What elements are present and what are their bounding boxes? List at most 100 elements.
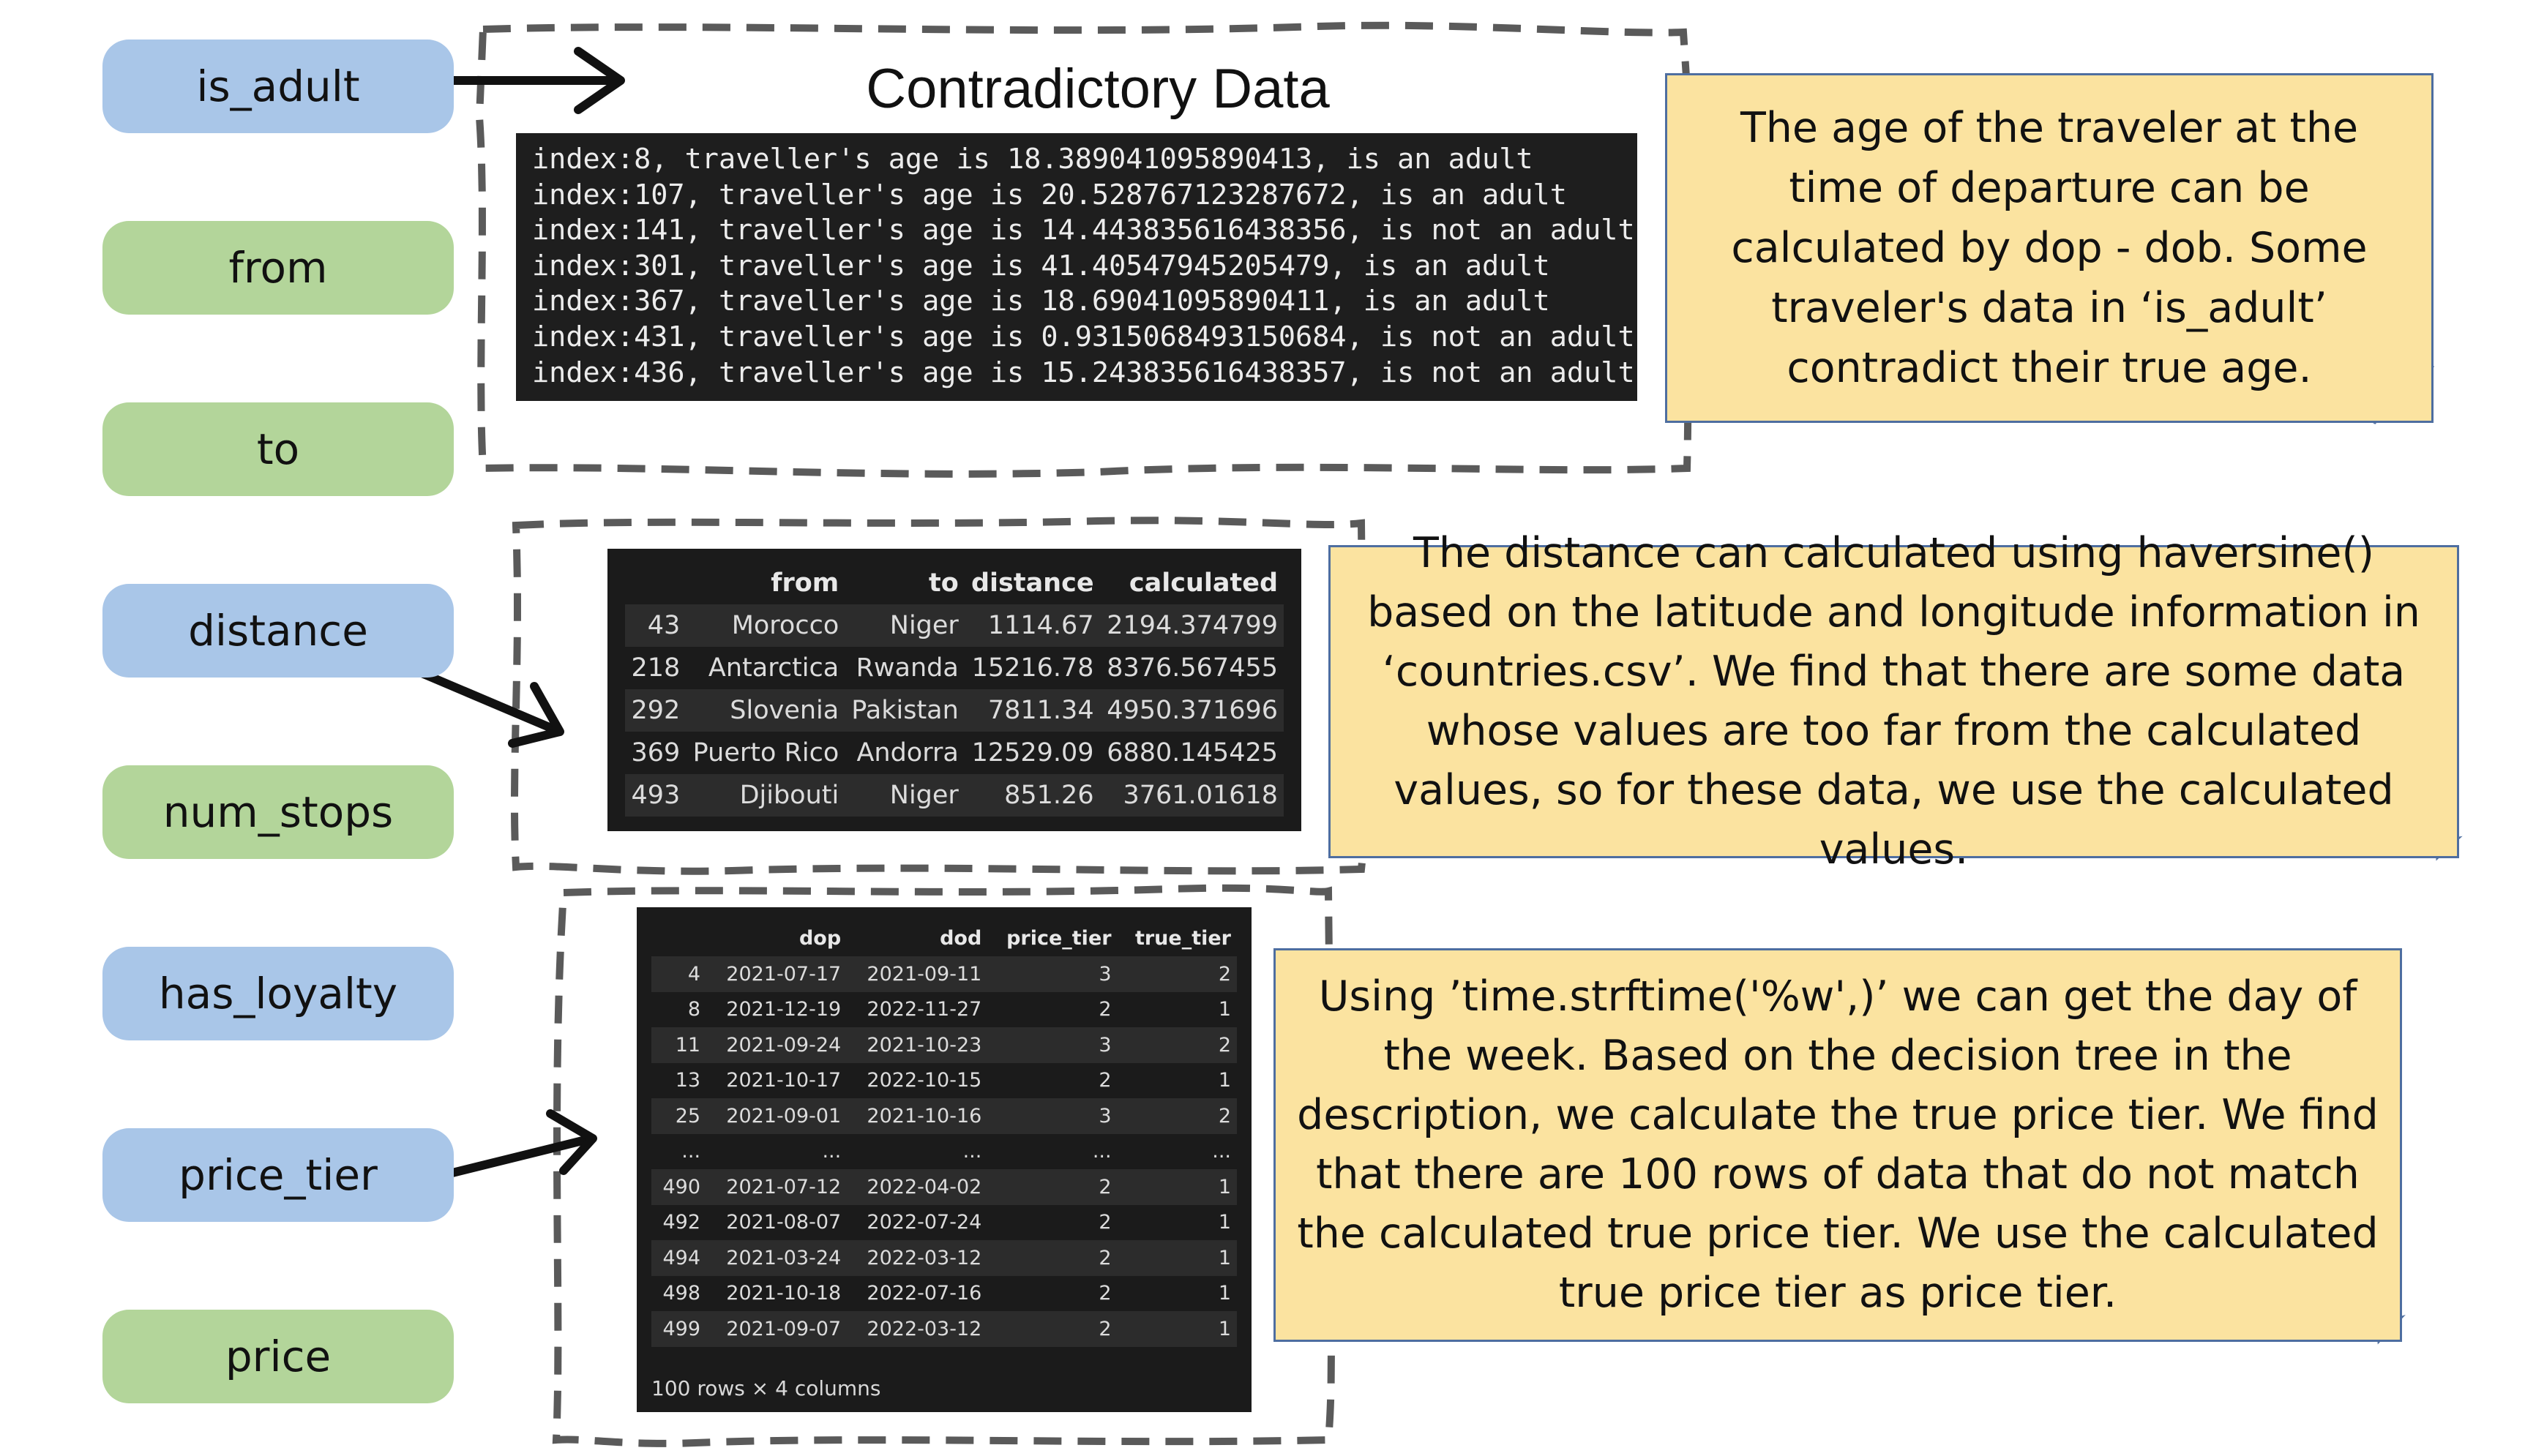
column-header <box>625 562 687 604</box>
table-row: 494 2021-03-24 2022-03-12 2 1 <box>651 1240 1237 1276</box>
dashed-box-price <box>552 884 1335 1447</box>
table-cell: ... <box>1212 1140 1231 1163</box>
table-cell: Morocco <box>686 604 845 647</box>
note-distance: The distance can calculated using havers… <box>1328 529 2459 874</box>
pill-label: from <box>228 243 328 293</box>
table-cell: 2021-12-19 <box>726 998 842 1021</box>
table-cell: 1 <box>1117 1311 1237 1347</box>
table-cell: 2021-09-01 <box>706 1098 848 1134</box>
table-cell: 43 <box>625 604 687 647</box>
contradictory-data-title: Contradictory Data <box>866 58 1330 120</box>
table-row: 493 Djibouti Niger 851.26 3761.01618 <box>625 774 1284 817</box>
field-pill-has-loyalty: has_loyalty <box>102 947 454 1040</box>
table-cell: 2021-07-17 <box>706 956 848 992</box>
table-cell: 1 <box>1117 1240 1237 1276</box>
table-footer: 100 rows × 4 columns <box>651 1376 881 1400</box>
table-cell: 2022-07-24 <box>867 1211 982 1234</box>
column-header: from <box>686 562 845 604</box>
note-distance-text: The distance can calculated using havers… <box>1367 529 2420 874</box>
table-cell: 493 <box>625 774 687 817</box>
table-row: 25 2021-09-01 2021-10-16 3 2 <box>651 1098 1237 1134</box>
table-row: 218 Antarctica Rwanda 15216.78 8376.5674… <box>625 647 1284 689</box>
field-pill-num-stops: num_stops <box>102 765 454 859</box>
table-cell: Andorra <box>856 738 959 768</box>
table-row: 13 2021-10-17 2022-10-15 2 1 <box>651 1063 1237 1099</box>
pill-label: price <box>225 1332 332 1381</box>
note-price-tier-text: Using ’time.strftime('%w',)’ we can get … <box>1297 972 2379 1317</box>
table-cell: 2022-04-02 <box>847 1169 988 1205</box>
table-cell: 2 <box>1099 1069 1112 1092</box>
output-line: index:301, traveller's age is 41.4054794… <box>532 249 1550 282</box>
output-line: index:141, traveller's age is 14.4438356… <box>532 214 1635 247</box>
table-cell: 3 <box>987 956 1118 992</box>
table-cell: 2 <box>1099 1282 1112 1305</box>
table-cell: 25 <box>651 1098 707 1134</box>
output-line: index:436, traveller's age is 15.2438356… <box>532 356 1635 389</box>
table-cell: 2021-10-17 <box>726 1069 842 1092</box>
table-cell: 1 <box>1218 1282 1231 1305</box>
table-cell: 15216.78 <box>971 653 1094 683</box>
price-tier-table: dop dod price_tier true_tier 4 2021-07-1… <box>637 907 1252 1412</box>
column-header: price_tier <box>987 920 1118 956</box>
table-cell: Rwanda <box>856 653 959 683</box>
field-pill-price-tier: price_tier <box>102 1128 454 1222</box>
table-cell: 2022-07-16 <box>867 1282 982 1305</box>
table-row: 43 Morocco Niger 1114.67 2194.374799 <box>625 604 1284 647</box>
output-line: index:431, traveller's age is 0.93150684… <box>532 320 1635 353</box>
table-cell: 11 <box>651 1027 707 1063</box>
table-cell: ... <box>1092 1140 1112 1163</box>
table-cell: 2 <box>1117 1098 1237 1134</box>
table-cell: 8376.567455 <box>1107 653 1278 683</box>
table-cell: Djibouti <box>686 774 845 817</box>
table-row: 369 Puerto Rico Andorra 12529.09 6880.14… <box>625 732 1284 774</box>
column-header: dod <box>847 920 988 956</box>
output-line: index:107, traveller's age is 20.5287671… <box>532 178 1567 211</box>
note-age-text: The age of the traveler at the time of d… <box>1731 104 2368 392</box>
table-cell: 3 <box>987 1027 1118 1063</box>
arrow-price-tier <box>427 1109 597 1182</box>
table-cell: 1114.67 <box>964 604 1100 647</box>
table-cell: 2 <box>987 1169 1118 1205</box>
column-header: true_tier <box>1117 920 1237 956</box>
table-cell: 2 <box>1117 956 1237 992</box>
table-cell: 2021-09-24 <box>706 1027 848 1063</box>
pill-label: distance <box>188 606 368 656</box>
table-cell: 369 <box>631 738 681 768</box>
table-cell: 1 <box>1117 1169 1237 1205</box>
table-cell: 3761.01618 <box>1099 774 1284 817</box>
table-cell: ... <box>822 1140 842 1163</box>
table-cell: 2022-03-12 <box>847 1311 988 1347</box>
table-row: 292 Slovenia Pakistan 7811.34 4950.37169… <box>625 689 1284 732</box>
table-cell: Niger <box>845 604 965 647</box>
field-pill-price: price <box>102 1310 454 1403</box>
table-cell: 292 <box>625 689 687 732</box>
table-row: 11 2021-09-24 2021-10-23 3 2 <box>651 1027 1237 1063</box>
field-pill-to: to <box>102 402 454 496</box>
table-cell: ... <box>681 1140 701 1163</box>
table-cell: 218 <box>631 653 681 683</box>
table-cell: 494 <box>651 1240 707 1276</box>
column-header: dop <box>706 920 848 956</box>
table-cell: Niger <box>845 774 965 817</box>
field-pill-is-adult: is_adult <box>102 40 454 133</box>
output-line: index:8, traveller's age is 18.389041095… <box>532 143 1533 176</box>
column-header <box>651 920 707 956</box>
table-cell: Antarctica <box>708 653 839 683</box>
table-cell: 492 <box>662 1211 701 1234</box>
table-cell: 2022-11-27 <box>867 998 982 1021</box>
table-cell: 2021-03-24 <box>706 1240 848 1276</box>
table-cell: 6880.145425 <box>1107 738 1278 768</box>
table-cell: 12529.09 <box>971 738 1094 768</box>
table-cell: 2021-09-07 <box>706 1311 848 1347</box>
field-pill-distance: distance <box>102 584 454 678</box>
table-cell: 3 <box>987 1098 1118 1134</box>
table-cell: 499 <box>651 1311 707 1347</box>
table-cell: 2021-07-12 <box>706 1169 848 1205</box>
table-row: 499 2021-09-07 2022-03-12 2 1 <box>651 1311 1237 1347</box>
table-cell: 4950.371696 <box>1099 689 1284 732</box>
contradictory-output: index:8, traveller's age is 18.389041095… <box>516 133 1637 401</box>
table-cell: Slovenia <box>686 689 845 732</box>
table-row: ... ... ... ... ... <box>651 1134 1237 1170</box>
table-cell: ... <box>962 1140 982 1163</box>
dashed-box-distance <box>510 517 1369 875</box>
